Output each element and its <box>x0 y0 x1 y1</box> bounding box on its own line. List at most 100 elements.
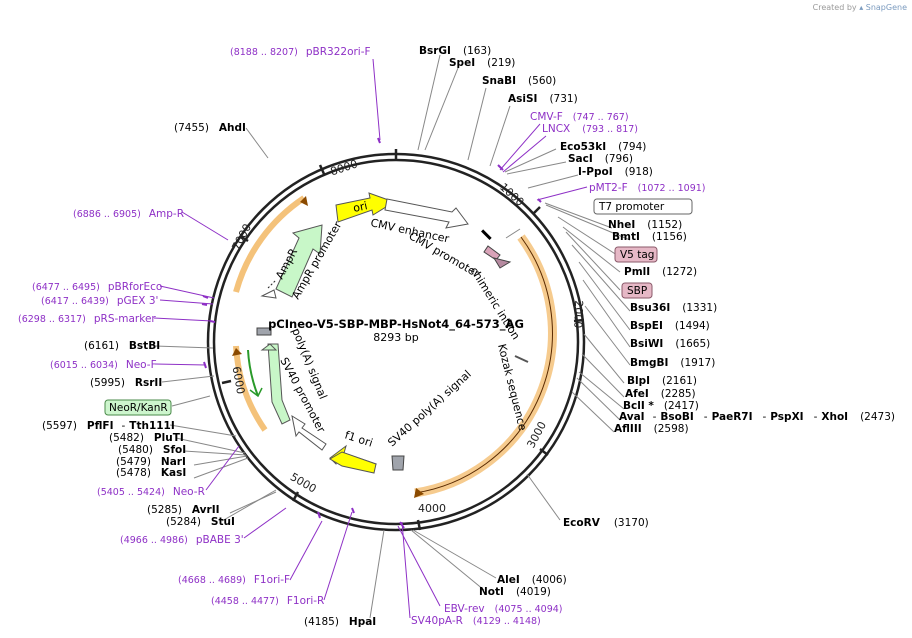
sv40-promoter-arrow <box>291 414 327 451</box>
v5-tag-label: V5 tag <box>620 249 654 261</box>
enzyme-name: HpaI <box>349 616 376 628</box>
svg-text:SacI(796): SacI (796) <box>568 153 633 165</box>
enzyme-leaders <box>154 54 631 619</box>
enzyme-pos: (219) <box>487 57 515 69</box>
enzyme-pos: (5284) <box>166 516 201 528</box>
snapgene-attribution: Created by ▴ SnapGene <box>813 3 907 12</box>
enzyme-name: AfeI <box>625 388 649 400</box>
attribution-brand: SnapGene <box>865 3 907 12</box>
enzyme-sep: - <box>814 411 818 423</box>
ampr-arrow <box>275 224 323 298</box>
enzyme-pos: (5482) <box>109 432 144 444</box>
plasmid-size: 8293 bp <box>373 331 418 344</box>
primer-range: (8188 .. 8207) <box>230 47 298 58</box>
ampr-promoter-arrow <box>260 289 277 299</box>
primer-name: Neo-F <box>126 359 157 371</box>
svg-text:SnaBI(560): SnaBI(560) <box>482 75 556 87</box>
attribution-created-by: Created by <box>812 3 857 12</box>
primer-name: LNCX <box>542 123 570 135</box>
svg-text:(6015 .. 6034)Neo-F: (6015 .. 6034)Neo-F <box>50 359 157 371</box>
enzyme-name: BclI * <box>623 400 654 412</box>
enzyme-pos: (2285) <box>661 388 696 400</box>
svg-text:(4458 .. 4477)F1ori-R: (4458 .. 4477)F1ori-R <box>211 595 324 607</box>
enzyme-name: BsoBI <box>660 411 693 423</box>
cmv-enhancer-arrow <box>384 198 469 229</box>
ori-arrow <box>335 192 396 223</box>
primer-name: Neo-R <box>173 486 205 498</box>
primer-labels: (8188 .. 8207)pBR322ori-F CMV-F(747 .. 7… <box>18 46 706 627</box>
primer-range: (6417 .. 6439) <box>41 296 109 307</box>
enzyme-name: SpeI <box>449 57 475 69</box>
primer-name: F1ori-R <box>287 595 324 607</box>
kozak-label: Kozak sequence <box>495 343 529 433</box>
primer-range: (793 .. 817) <box>582 124 638 135</box>
enzyme-name: PmlI <box>624 266 650 278</box>
sbp-box <box>621 282 653 299</box>
primer-range: (4075 .. 4094) <box>495 604 563 615</box>
primer-leaders <box>153 58 588 619</box>
enzyme-name: BsrGI <box>419 45 451 57</box>
primer-name: pBRforEco <box>108 281 162 293</box>
svg-text:(5482)PluTI: (5482)PluTI <box>109 432 184 444</box>
enzyme-pos: (1494) <box>675 320 710 332</box>
svg-text:(5479)NarI: (5479)NarI <box>116 456 186 468</box>
enzyme-pos: (794) <box>618 141 646 153</box>
enzyme-name: PaeR7I <box>712 411 753 423</box>
enzyme-name: NotI <box>479 586 504 598</box>
enzyme-pos: (6161) <box>84 340 119 352</box>
svg-text:(6886 .. 6905)Amp-R: (6886 .. 6905)Amp-R <box>73 208 184 220</box>
enzyme-pos: (4019) <box>516 586 551 598</box>
tick-4000: 4000 <box>418 502 446 515</box>
enzyme-name: NarI <box>161 456 186 468</box>
enzyme-name: RsrII <box>135 377 162 389</box>
enzyme-pos: (5597) <box>42 420 77 432</box>
enzyme-name: Bsu36I <box>630 302 670 314</box>
enzyme-name: NheI <box>608 219 635 231</box>
enzyme-sep: - <box>704 411 708 423</box>
svg-text:BsrGI(163): BsrGI(163) <box>419 45 491 57</box>
enzyme-pos: (2161) <box>662 375 697 387</box>
enzyme-labels: BsrGI(163) SpeI (219) SnaBI(560) AsiSI(73… <box>42 45 895 628</box>
svg-text:(8188 .. 8207)pBR322ori-F: (8188 .. 8207)pBR322ori-F <box>230 46 371 58</box>
enzyme-pos: (796) <box>605 153 633 165</box>
sv40-polya-right-label: SV40 poly(A) signal <box>385 368 474 450</box>
enzyme-name: SacI <box>568 153 593 165</box>
sbp-label: SBP <box>627 285 647 297</box>
enzyme-name: Tth111I <box>129 420 174 432</box>
primer-range: (6886 .. 6905) <box>73 209 141 220</box>
t7-promoter-label: T7 promoter <box>598 201 665 213</box>
enzyme-pos: (2473) <box>860 411 895 423</box>
enzyme-pos: (1917) <box>680 357 715 369</box>
neo-inner-arrow-head <box>260 343 278 351</box>
svg-text:Bsu36I(1331): Bsu36I(1331) <box>630 302 717 314</box>
tick-2000: 2000 <box>571 300 585 328</box>
svg-text:(4966 .. 4986)pBABE 3': (4966 .. 4986)pBABE 3' <box>120 534 244 546</box>
enzyme-pos: (3170) <box>614 517 649 529</box>
enzyme-pos: (731) <box>549 93 577 105</box>
f1-ori-arrow-shape <box>329 451 377 474</box>
primer-name: F1ori-F <box>254 574 290 586</box>
tick-marks <box>221 149 585 531</box>
svg-text:AsiSI(731): AsiSI(731) <box>508 93 578 105</box>
sv40-polya-right-box <box>391 455 405 471</box>
primer-range: (4129 .. 4148) <box>473 616 541 627</box>
v5-tag-box <box>614 246 658 263</box>
primer-name: EBV-rev <box>444 603 485 615</box>
enzyme-name: KasI <box>161 467 186 479</box>
svg-text:BmtI(1156): BmtI(1156) <box>612 231 687 243</box>
amp-orf-arc <box>233 195 306 293</box>
svg-text:SV40pA-R(4129 .. 4148): SV40pA-R(4129 .. 4148) <box>411 615 541 627</box>
svg-text:BsiWI(1665): BsiWI(1665) <box>630 338 710 350</box>
neor-box <box>104 399 172 416</box>
enzyme-name: Eco53kI <box>560 141 606 153</box>
enzyme-pos: (1152) <box>647 219 682 231</box>
enzyme-name: PflFI <box>87 420 114 432</box>
enzyme-pos: (918) <box>625 166 653 178</box>
enzyme-pos: (1156) <box>652 231 687 243</box>
enzyme-pos: (7455) <box>174 122 209 134</box>
tick-6000: 6000 <box>230 365 248 395</box>
svg-text:AvaI-BsoBI-PaeR7I-PspXI-XhoI(2: AvaI-BsoBI-PaeR7I-PspXI-XhoI(2473) <box>619 411 895 423</box>
v5-tag-mark <box>483 245 501 261</box>
